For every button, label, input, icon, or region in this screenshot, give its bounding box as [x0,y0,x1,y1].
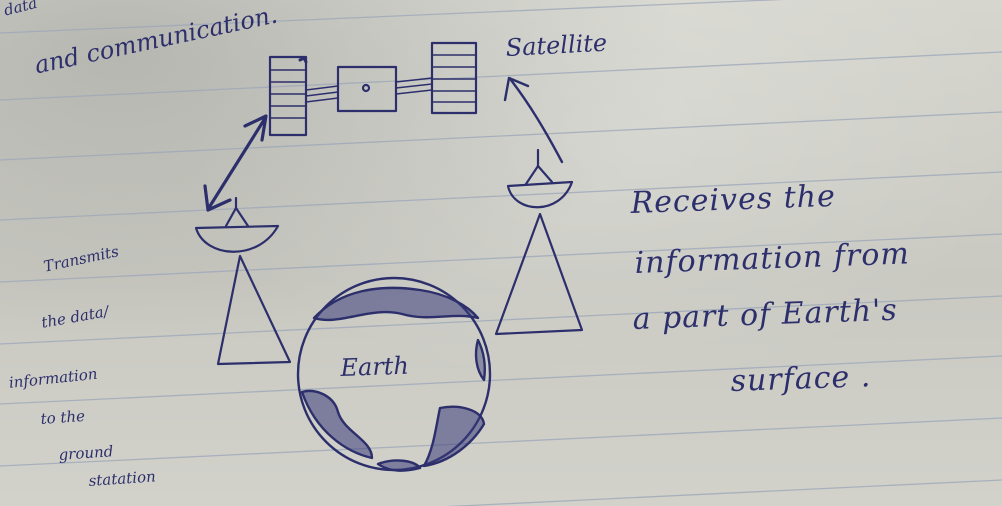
left-ground-dish [194,196,292,366]
left-note-line: to the [40,406,86,428]
left-note-line: ground [58,442,114,464]
satellite-drawing [268,41,478,137]
receive-arrow [503,76,564,164]
satellite-left-panel [268,55,308,137]
satellite-label: Satellite [505,28,608,62]
right-note-line: Receives the [630,178,837,221]
right-ground-dish [494,148,584,336]
transmit-arrow [203,114,268,212]
earth-label: Earth [340,351,410,382]
earth-globe [296,276,492,472]
right-note-line: surface . [730,359,872,399]
satellite-body [336,65,398,113]
